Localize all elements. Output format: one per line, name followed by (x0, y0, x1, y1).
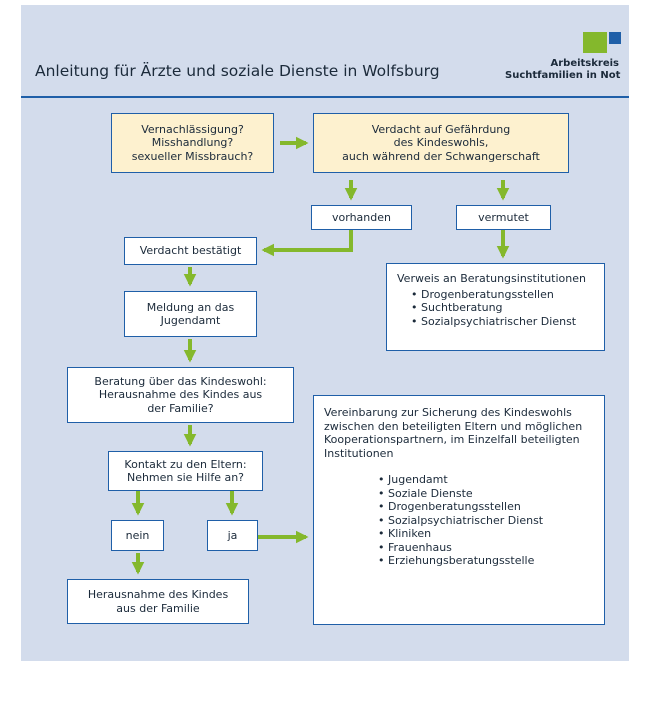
agreement-item: Frauenhaus (378, 541, 543, 555)
agreement-line-2: zwischen den beteiligten Eltern und mögl… (324, 419, 583, 433)
organization-line-1: Arbeitskreis (550, 58, 619, 69)
organization-line-2: Suchtfamilien in Not (505, 70, 621, 81)
agreement-item: Jugendamt (378, 473, 543, 487)
page-title: Anleitung für Ärzte und soziale Dienste … (35, 62, 440, 80)
agreement-list: Jugendamt Soziale Dienste Drogenberatung… (378, 473, 543, 568)
contact-line-1: Kontakt zu den Eltern: (124, 457, 247, 471)
suspect-main-box: Verdacht auf Gefährdung des Kindeswohls,… (313, 113, 569, 173)
removal-box: Herausnahme des Kindes aus der Familie (67, 579, 249, 624)
referral-item: Drogenberatungsstellen (411, 288, 576, 302)
agreement-line-1: Vereinbarung zur Sicherung des Kindeswoh… (324, 406, 572, 419)
present-box: vorhanden (311, 205, 412, 230)
referral-item: Sozialpsychiatrischer Dienst (411, 315, 576, 329)
confirmed-label: Verdacht bestätigt (139, 244, 242, 258)
agreement-item: Kliniken (378, 527, 543, 541)
presumed-box: vermutet (456, 205, 551, 230)
referral-list: Drogenberatungsstellen Suchtberatung Soz… (411, 288, 576, 329)
no-label: nein (125, 528, 150, 542)
presumed-label: vermutet (478, 210, 529, 224)
suspect-types-line-2: Misshandlung? (151, 136, 234, 150)
removal-line-1: Herausnahme des Kindes (87, 588, 229, 601)
suspect-main-line-3: auch während der Schwangerschaft (342, 149, 540, 163)
report-box: Meldung an das Jugendamt (124, 291, 257, 337)
report-line-2: Jugendamt (160, 314, 221, 327)
agreement-item: Erziehungsberatungsstelle (378, 554, 543, 568)
suspect-types-box: Vernachlässigung? Misshandlung? sexuelle… (111, 113, 274, 173)
agreement-line-4: Institutionen (324, 446, 394, 460)
no-box: nein (111, 520, 164, 551)
suspect-types-line-1: Vernachlässigung? (141, 122, 244, 136)
yes-box: ja (207, 520, 258, 551)
agreement-item: Soziale Dienste (378, 487, 543, 501)
agreement-item: Sozialpsychiatrischer Dienst (378, 514, 543, 528)
removal-line-2: aus der Familie (116, 601, 200, 615)
logo-green-square (583, 32, 607, 53)
consultation-line-3: der Familie? (147, 401, 214, 415)
consultation-line-2: Herausnahme des Kindes aus (98, 388, 263, 402)
referral-box: Verweis an Beratungsinstitutionen Drogen… (386, 263, 605, 351)
arrow-present-to-confirmed (261, 230, 353, 257)
contact-box: Kontakt zu den Eltern: Nehmen sie Hilfe … (108, 451, 263, 491)
agreement-item: Drogenberatungsstellen (378, 500, 543, 514)
report-line-1: Meldung an das (146, 300, 235, 314)
present-label: vorhanden (332, 210, 391, 224)
referral-item: Suchtberatung (411, 301, 576, 315)
referral-title: Verweis an Beratungsinstitutionen (397, 272, 586, 285)
logo-blue-square (609, 32, 621, 44)
suspect-main-line-2: des Kindeswohls, (393, 136, 489, 150)
yes-label: ja (227, 528, 238, 542)
confirmed-box: Verdacht bestätigt (124, 237, 257, 265)
contact-line-2: Nehmen sie Hilfe an? (126, 471, 245, 484)
agreement-box: Vereinbarung zur Sicherung des Kindeswoh… (313, 395, 605, 625)
header-rule (21, 96, 629, 98)
agreement-line-3: Kooperationspartnern, im Einzelfall bete… (324, 433, 580, 446)
suspect-types-line-3: sexueller Missbrauch? (131, 149, 254, 163)
consultation-box: Beratung über das Kindeswohl: Herausnahm… (67, 367, 294, 423)
consultation-line-1: Beratung über das Kindeswohl: (94, 374, 267, 388)
suspect-main-line-1: Verdacht auf Gefährdung (371, 122, 511, 136)
organization-name: Arbeitskreis Suchtfamilien in Not (505, 58, 621, 82)
